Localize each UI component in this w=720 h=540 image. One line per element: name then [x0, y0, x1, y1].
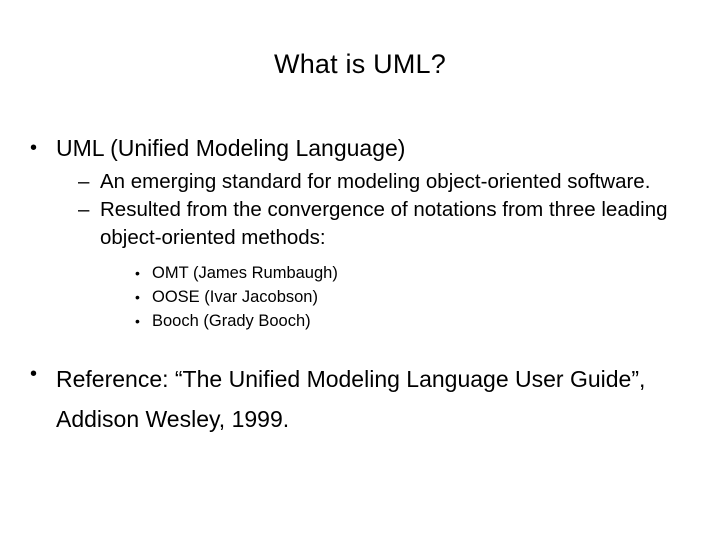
bullet-level2-convergence: – Resulted from the convergence of notat…	[78, 196, 690, 252]
bullet-level3-omt: • OMT (James Rumbaugh)	[135, 261, 690, 285]
section-spacer	[30, 333, 690, 359]
page-title: What is UML?	[274, 49, 446, 79]
bullet-level2-emerging-standard: – An emerging standard for modeling obje…	[78, 168, 690, 196]
bullet-level1-uml: • UML (Unified Modeling Language)	[30, 133, 690, 164]
round-bullet-icon: •	[135, 289, 140, 305]
round-bullet-icon: •	[30, 363, 38, 385]
round-bullet-icon: •	[135, 313, 140, 329]
bullet-level1-reference: • Reference: “The Unified Modeling Langu…	[30, 359, 690, 439]
bullet-level2-convergence-text: Resulted from the convergence of notatio…	[100, 198, 668, 249]
round-bullet-icon: •	[135, 265, 140, 281]
slide-body: • UML (Unified Modeling Language) – An e…	[30, 133, 690, 443]
bullet-level3-oose: • OOSE (Ivar Jacobson)	[135, 285, 690, 309]
bullet-level3-booch-text: Booch (Grady Booch)	[152, 312, 311, 330]
bullet-level1-reference-text: Reference: “The Unified Modeling Languag…	[56, 366, 646, 432]
bullet-level2-group: – An emerging standard for modeling obje…	[78, 168, 690, 252]
bullet-level2-emerging-standard-text: An emerging standard for modeling object…	[100, 170, 651, 193]
round-bullet-icon: •	[30, 137, 38, 159]
dash-bullet-icon: –	[78, 198, 90, 221]
bullet-level3-omt-text: OMT (James Rumbaugh)	[152, 264, 338, 282]
bullet-level3-booch: • Booch (Grady Booch)	[135, 309, 690, 333]
bullet-level3-oose-text: OOSE (Ivar Jacobson)	[152, 288, 318, 306]
dash-bullet-icon: –	[78, 170, 90, 193]
bullet-level3-group: • OMT (James Rumbaugh) • OOSE (Ivar Jaco…	[135, 261, 690, 333]
bullet-level1-uml-text: UML (Unified Modeling Language)	[56, 135, 406, 161]
